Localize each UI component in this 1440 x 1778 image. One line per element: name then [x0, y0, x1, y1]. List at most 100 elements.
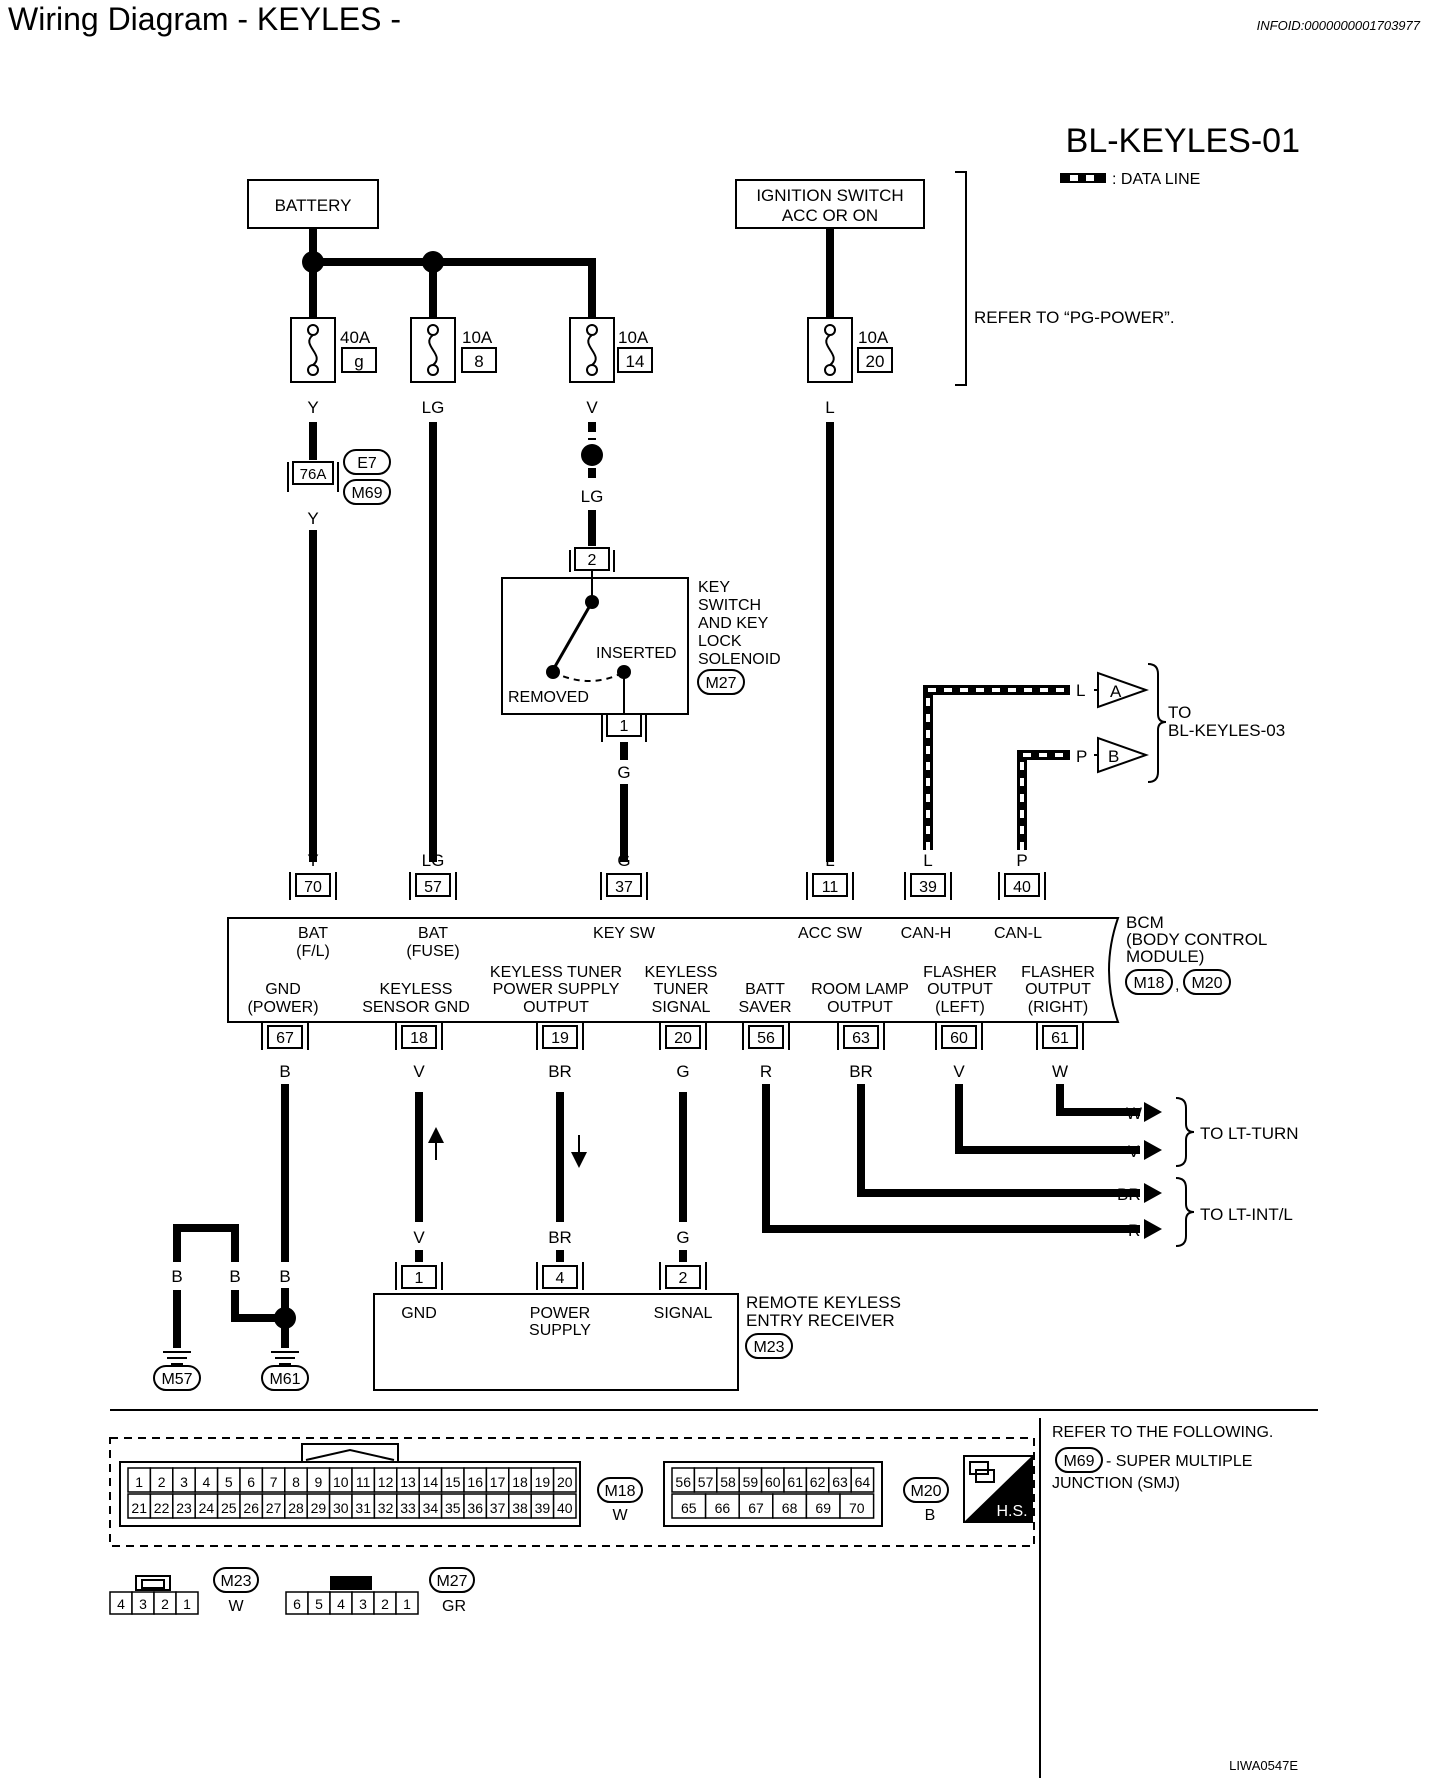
pin-number: 21	[131, 1500, 147, 1516]
svg-text:2: 2	[588, 552, 597, 569]
connector-view-dashed-frame	[109, 1437, 1035, 1547]
svg-text:8: 8	[474, 352, 483, 371]
svg-text:JUNCTION (SMJ): JUNCTION (SMJ)	[1052, 1475, 1180, 1492]
svg-text:19: 19	[551, 1030, 569, 1047]
svg-text:40A: 40A	[340, 328, 371, 347]
pin-number: 18	[512, 1474, 528, 1490]
svg-text:TO LT-TURN: TO LT-TURN	[1200, 1124, 1299, 1143]
fuse-10a-8: 10A 8	[410, 317, 497, 383]
bcm-top-pins: 70 57 37 11 39 40	[289, 872, 1046, 900]
ignition-switch: IGNITION SWITCH ACC OR ON	[735, 179, 925, 229]
svg-text:TO: TO	[1168, 703, 1191, 722]
svg-text:KEYLESS: KEYLESS	[645, 964, 718, 981]
svg-text:SIGNAL: SIGNAL	[654, 1305, 713, 1322]
svg-text:M69: M69	[351, 485, 382, 502]
svg-text:L: L	[923, 851, 932, 870]
pin-number: 34	[423, 1500, 439, 1516]
pin-cell	[671, 1493, 707, 1519]
bcm-label: BCM (BODY CONTROL MODULE) M18 , M20	[1125, 913, 1267, 995]
svg-text:V: V	[953, 1062, 965, 1081]
ground-m61: M61	[261, 1351, 309, 1391]
pin-number: 27	[266, 1500, 282, 1516]
svg-text:(F/L): (F/L)	[296, 943, 330, 960]
pin-cell	[704, 1493, 740, 1519]
svg-text:63: 63	[852, 1030, 870, 1047]
svg-text:L: L	[825, 851, 834, 870]
svg-text:BR: BR	[1117, 1185, 1141, 1204]
svg-text:,: ,	[1175, 977, 1179, 994]
pin-number: 8	[292, 1474, 300, 1490]
svg-text:REMOTE KEYLESS: REMOTE KEYLESS	[746, 1293, 901, 1312]
svg-text:MODULE): MODULE)	[1126, 947, 1204, 966]
svg-text:56: 56	[757, 1030, 775, 1047]
pin-number: 33	[400, 1500, 416, 1516]
svg-text:BAT: BAT	[418, 925, 448, 942]
svg-text:BR: BR	[849, 1062, 873, 1081]
svg-text:Y: Y	[307, 509, 318, 528]
svg-text:(RIGHT): (RIGHT)	[1028, 999, 1088, 1016]
pin-number: 32	[378, 1500, 394, 1516]
pin-number: 3	[359, 1596, 367, 1612]
svg-text:(LEFT): (LEFT)	[935, 999, 985, 1016]
svg-text:ROOM LAMP: ROOM LAMP	[811, 981, 909, 998]
svg-text:R: R	[1128, 1221, 1140, 1240]
svg-text:B: B	[925, 1507, 936, 1524]
svg-text:V: V	[413, 1062, 425, 1081]
pin-number: 23	[176, 1500, 192, 1516]
svg-text:CAN-H: CAN-H	[901, 925, 952, 942]
svg-text:M57: M57	[161, 1371, 192, 1388]
svg-text:A: A	[1110, 682, 1122, 701]
pin-number: 64	[855, 1474, 871, 1490]
pin-number: 1	[135, 1474, 143, 1490]
svg-text:B: B	[1108, 747, 1119, 766]
pin-number: 13	[400, 1474, 416, 1490]
svg-text:M23: M23	[220, 1573, 251, 1590]
pin-number: 56	[675, 1474, 691, 1490]
svg-text:10A: 10A	[462, 328, 493, 347]
key-switch-and-key-lock-solenoid: 2 INSERTED REMOVED 1 KEY SWITCH AND KEY …	[501, 547, 781, 742]
pin-number: 2	[381, 1596, 389, 1612]
pin-number: 40	[557, 1500, 573, 1516]
diagram-id: BL-KEYLES-01	[1066, 122, 1300, 160]
pin-number: 9	[315, 1474, 323, 1490]
svg-text:FLASHER: FLASHER	[1021, 964, 1095, 981]
svg-text:: DATA LINE: : DATA LINE	[1112, 171, 1200, 188]
svg-text:H.S.: H.S.	[996, 1503, 1027, 1520]
svg-text:GR: GR	[442, 1598, 466, 1615]
svg-text:REFER TO THE FOLLOWING.: REFER TO THE FOLLOWING.	[1052, 1424, 1273, 1441]
pin-number: 10	[333, 1474, 349, 1490]
pin-number: 69	[815, 1500, 831, 1516]
svg-text:14: 14	[626, 352, 645, 371]
svg-text:LG: LG	[581, 487, 604, 506]
svg-text:POWER: POWER	[530, 1305, 590, 1322]
svg-text:IGNITION SWITCH: IGNITION SWITCH	[756, 186, 903, 205]
svg-text:KEYLESS TUNER: KEYLESS TUNER	[490, 964, 622, 981]
pin-number: 7	[270, 1474, 278, 1490]
pin-number: 30	[333, 1500, 349, 1516]
svg-text:ACC SW: ACC SW	[798, 925, 863, 942]
svg-text:ENTRY RECEIVER: ENTRY RECEIVER	[746, 1311, 895, 1330]
pin-number: 57	[698, 1474, 714, 1490]
svg-text:Y: Y	[307, 398, 318, 417]
pin-number: 67	[748, 1500, 764, 1516]
pin-cell	[552, 1467, 577, 1493]
svg-text:GND: GND	[401, 1305, 437, 1322]
pin-number: 4	[203, 1474, 211, 1490]
svg-text:61: 61	[1051, 1030, 1069, 1047]
svg-text:(BODY CONTROL: (BODY CONTROL	[1126, 930, 1267, 949]
pin-number: 66	[715, 1500, 731, 1516]
svg-text:- SUPER MULTIPLE: - SUPER MULTIPLE	[1106, 1453, 1252, 1470]
pin-number: 65	[681, 1500, 697, 1516]
pin-number: 62	[810, 1474, 826, 1490]
pin-number: 4	[337, 1596, 345, 1612]
svg-text:76A: 76A	[300, 466, 327, 483]
svg-text:W: W	[228, 1598, 244, 1615]
pin-number: 15	[445, 1474, 461, 1490]
svg-text:REFER TO “PG-POWER”.: REFER TO “PG-POWER”.	[974, 308, 1175, 327]
